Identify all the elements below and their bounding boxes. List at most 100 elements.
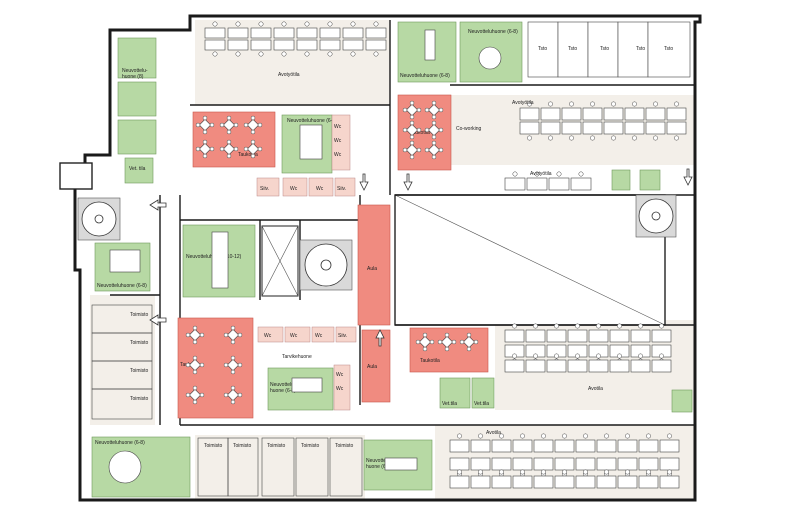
chair bbox=[478, 469, 483, 475]
desk bbox=[546, 359, 567, 373]
desk bbox=[504, 359, 525, 373]
desk bbox=[273, 27, 295, 39]
desk bbox=[588, 359, 609, 373]
break-table bbox=[427, 103, 441, 117]
chair bbox=[638, 353, 643, 359]
chair bbox=[409, 140, 415, 146]
offices-left bbox=[91, 304, 153, 420]
desk bbox=[342, 39, 364, 51]
break-table bbox=[222, 142, 236, 156]
desk bbox=[533, 457, 554, 471]
chair bbox=[402, 147, 408, 153]
chair bbox=[438, 147, 444, 153]
desk bbox=[540, 121, 561, 135]
chair bbox=[541, 469, 546, 475]
meeting-table bbox=[384, 457, 418, 471]
desk bbox=[624, 121, 645, 135]
chair bbox=[569, 135, 574, 141]
wc-4-label: Wc bbox=[290, 333, 298, 339]
wc-stack-upper bbox=[331, 114, 351, 171]
chair bbox=[233, 146, 239, 152]
desk bbox=[227, 39, 249, 51]
break-room-top-center bbox=[397, 94, 452, 171]
desk bbox=[525, 329, 546, 343]
chair bbox=[230, 339, 236, 345]
chair bbox=[534, 171, 540, 177]
supply-room-label: Tarvikehuone bbox=[282, 354, 312, 360]
chair bbox=[192, 369, 198, 375]
chair bbox=[281, 51, 287, 57]
desk bbox=[546, 329, 567, 343]
chair bbox=[192, 399, 198, 405]
desk bbox=[575, 457, 596, 471]
chair bbox=[235, 21, 241, 27]
desk bbox=[575, 475, 596, 489]
desk bbox=[603, 121, 624, 135]
chair bbox=[512, 171, 518, 177]
direction-arrows bbox=[149, 168, 693, 347]
chair bbox=[617, 353, 622, 359]
office-label: Tsto bbox=[600, 46, 609, 52]
spiral-stair-right bbox=[635, 194, 677, 238]
cleaning-room-3 bbox=[335, 326, 357, 343]
meeting-table-round bbox=[108, 450, 142, 484]
chair bbox=[499, 433, 504, 439]
desk bbox=[659, 475, 680, 489]
meeting-room-top-center-label: Neuvotteluhuone (6-8) bbox=[400, 73, 450, 79]
office-label: Toimisto bbox=[130, 368, 149, 374]
chair bbox=[512, 323, 517, 329]
chair bbox=[659, 353, 664, 359]
chair bbox=[438, 127, 444, 133]
chair bbox=[638, 323, 643, 329]
break-table bbox=[418, 335, 432, 349]
spiral-stair-left bbox=[77, 197, 121, 241]
desk bbox=[342, 27, 364, 39]
wc-label: Wc bbox=[334, 138, 342, 144]
chair bbox=[444, 332, 450, 338]
wc-5 bbox=[311, 326, 335, 343]
vet-tila-left bbox=[124, 157, 154, 184]
desk bbox=[365, 27, 387, 39]
chair bbox=[527, 101, 532, 107]
chair bbox=[431, 154, 437, 160]
chair bbox=[499, 469, 504, 475]
cleaning-room-1-label: Siiv. bbox=[260, 186, 269, 192]
chair bbox=[209, 122, 215, 128]
chair bbox=[219, 146, 225, 152]
desk bbox=[296, 39, 318, 51]
chair bbox=[212, 51, 218, 57]
break-room-top-left-label: Taukotila bbox=[238, 152, 258, 158]
office-label: Toimisto bbox=[335, 443, 354, 449]
meeting-room-center-small-label: Neuvotteluhuone (6-8) bbox=[287, 118, 337, 124]
office-label: Toimisto bbox=[130, 312, 149, 318]
desk bbox=[519, 107, 540, 121]
chair bbox=[226, 139, 232, 145]
chair bbox=[478, 433, 483, 439]
chair bbox=[431, 120, 437, 126]
office-row-bottom bbox=[195, 435, 365, 500]
chair bbox=[250, 153, 256, 159]
spiral-stair-center bbox=[299, 239, 353, 291]
wc-label: Wc bbox=[336, 372, 344, 378]
desk bbox=[296, 27, 318, 39]
chair bbox=[431, 114, 437, 120]
chair bbox=[646, 433, 651, 439]
desk bbox=[638, 457, 659, 471]
chair bbox=[556, 171, 562, 177]
wc-2-label: Wc bbox=[316, 186, 324, 192]
desk bbox=[659, 439, 680, 453]
chair bbox=[199, 332, 205, 338]
chair bbox=[583, 433, 588, 439]
break-table bbox=[188, 328, 202, 342]
chair bbox=[409, 154, 415, 160]
chair bbox=[327, 51, 333, 57]
chair bbox=[431, 134, 437, 140]
break-table bbox=[427, 143, 441, 157]
desk-cluster-right bbox=[504, 101, 687, 191]
chair bbox=[438, 107, 444, 113]
desk bbox=[596, 475, 617, 489]
break-table bbox=[188, 388, 202, 402]
small-offices-top-right bbox=[527, 21, 691, 78]
chair bbox=[429, 339, 435, 345]
